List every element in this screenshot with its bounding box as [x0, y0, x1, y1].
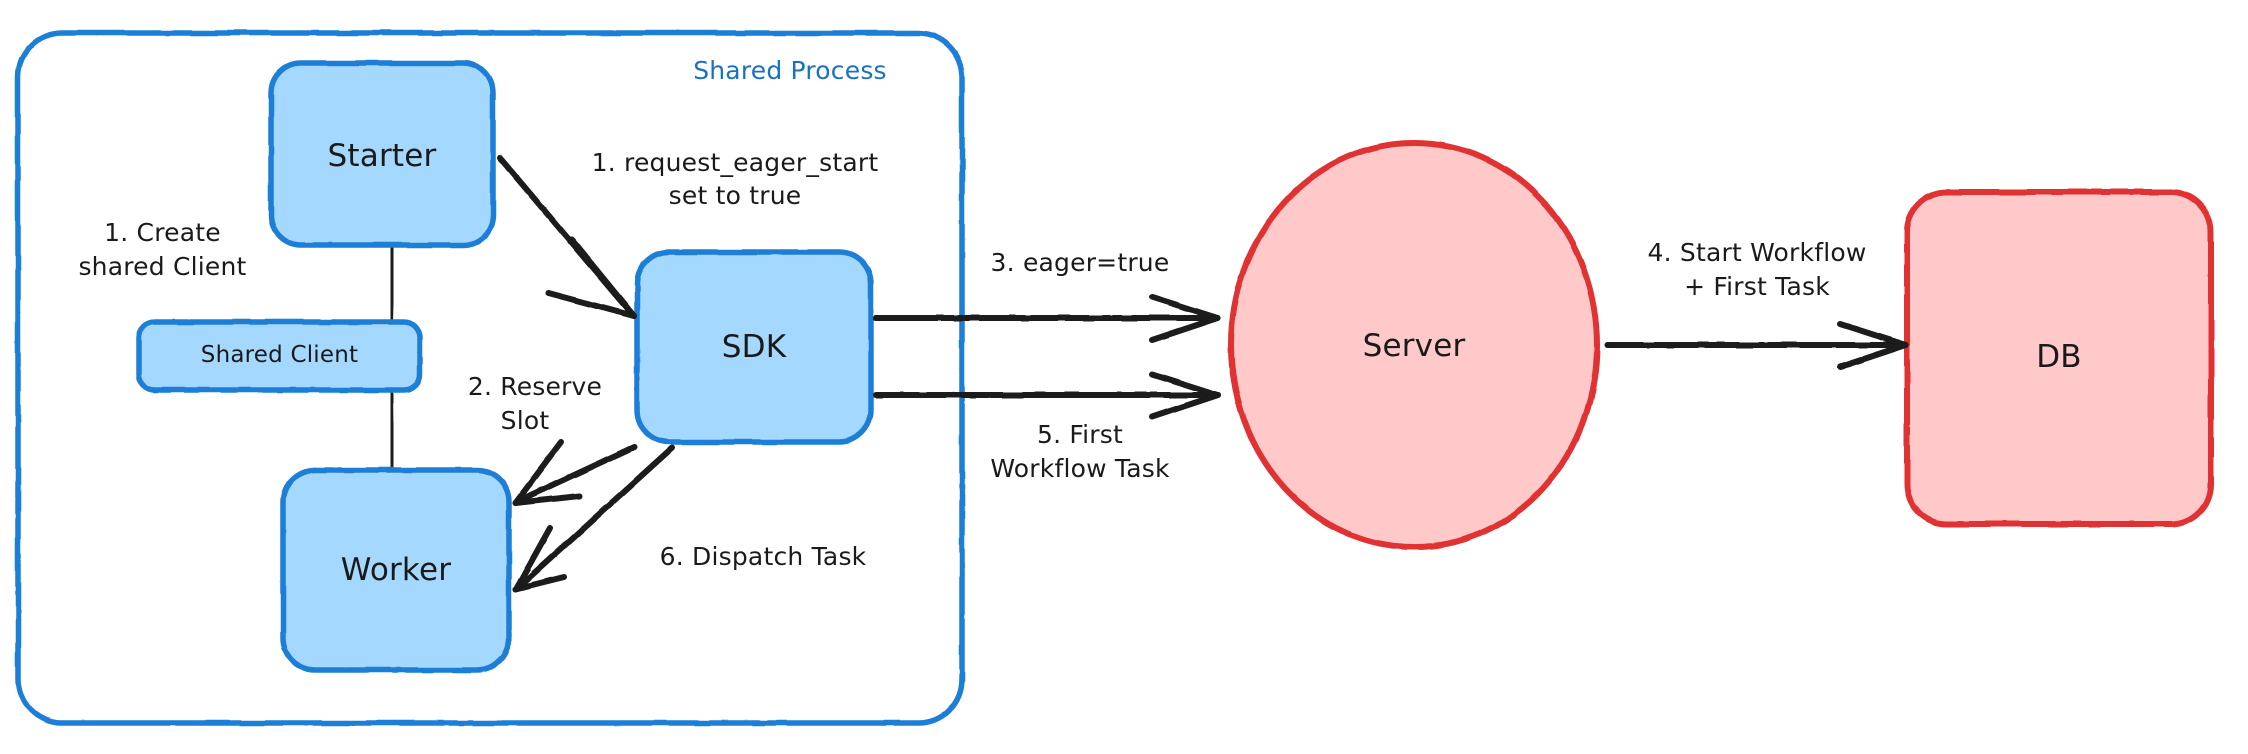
node-db-shape[interactable] — [1904, 189, 2214, 527]
edge-6-arrow — [513, 445, 675, 592]
edge-3-arrow — [873, 294, 1221, 343]
edge-1-arrow — [497, 155, 637, 319]
node-starter-shape[interactable] — [268, 60, 496, 248]
shared-process-container — [15, 30, 965, 726]
node-server-shape[interactable] — [1228, 140, 1600, 550]
edge-4-arrow — [1605, 321, 1909, 370]
shared-client-connector — [388, 243, 396, 473]
edge-5-arrow — [873, 371, 1221, 420]
node-sdk-shape[interactable] — [634, 249, 874, 445]
edge-2-arrow — [512, 439, 637, 506]
node-shared-client-shape[interactable] — [136, 319, 423, 393]
node-worker-shape[interactable] — [280, 467, 512, 673]
